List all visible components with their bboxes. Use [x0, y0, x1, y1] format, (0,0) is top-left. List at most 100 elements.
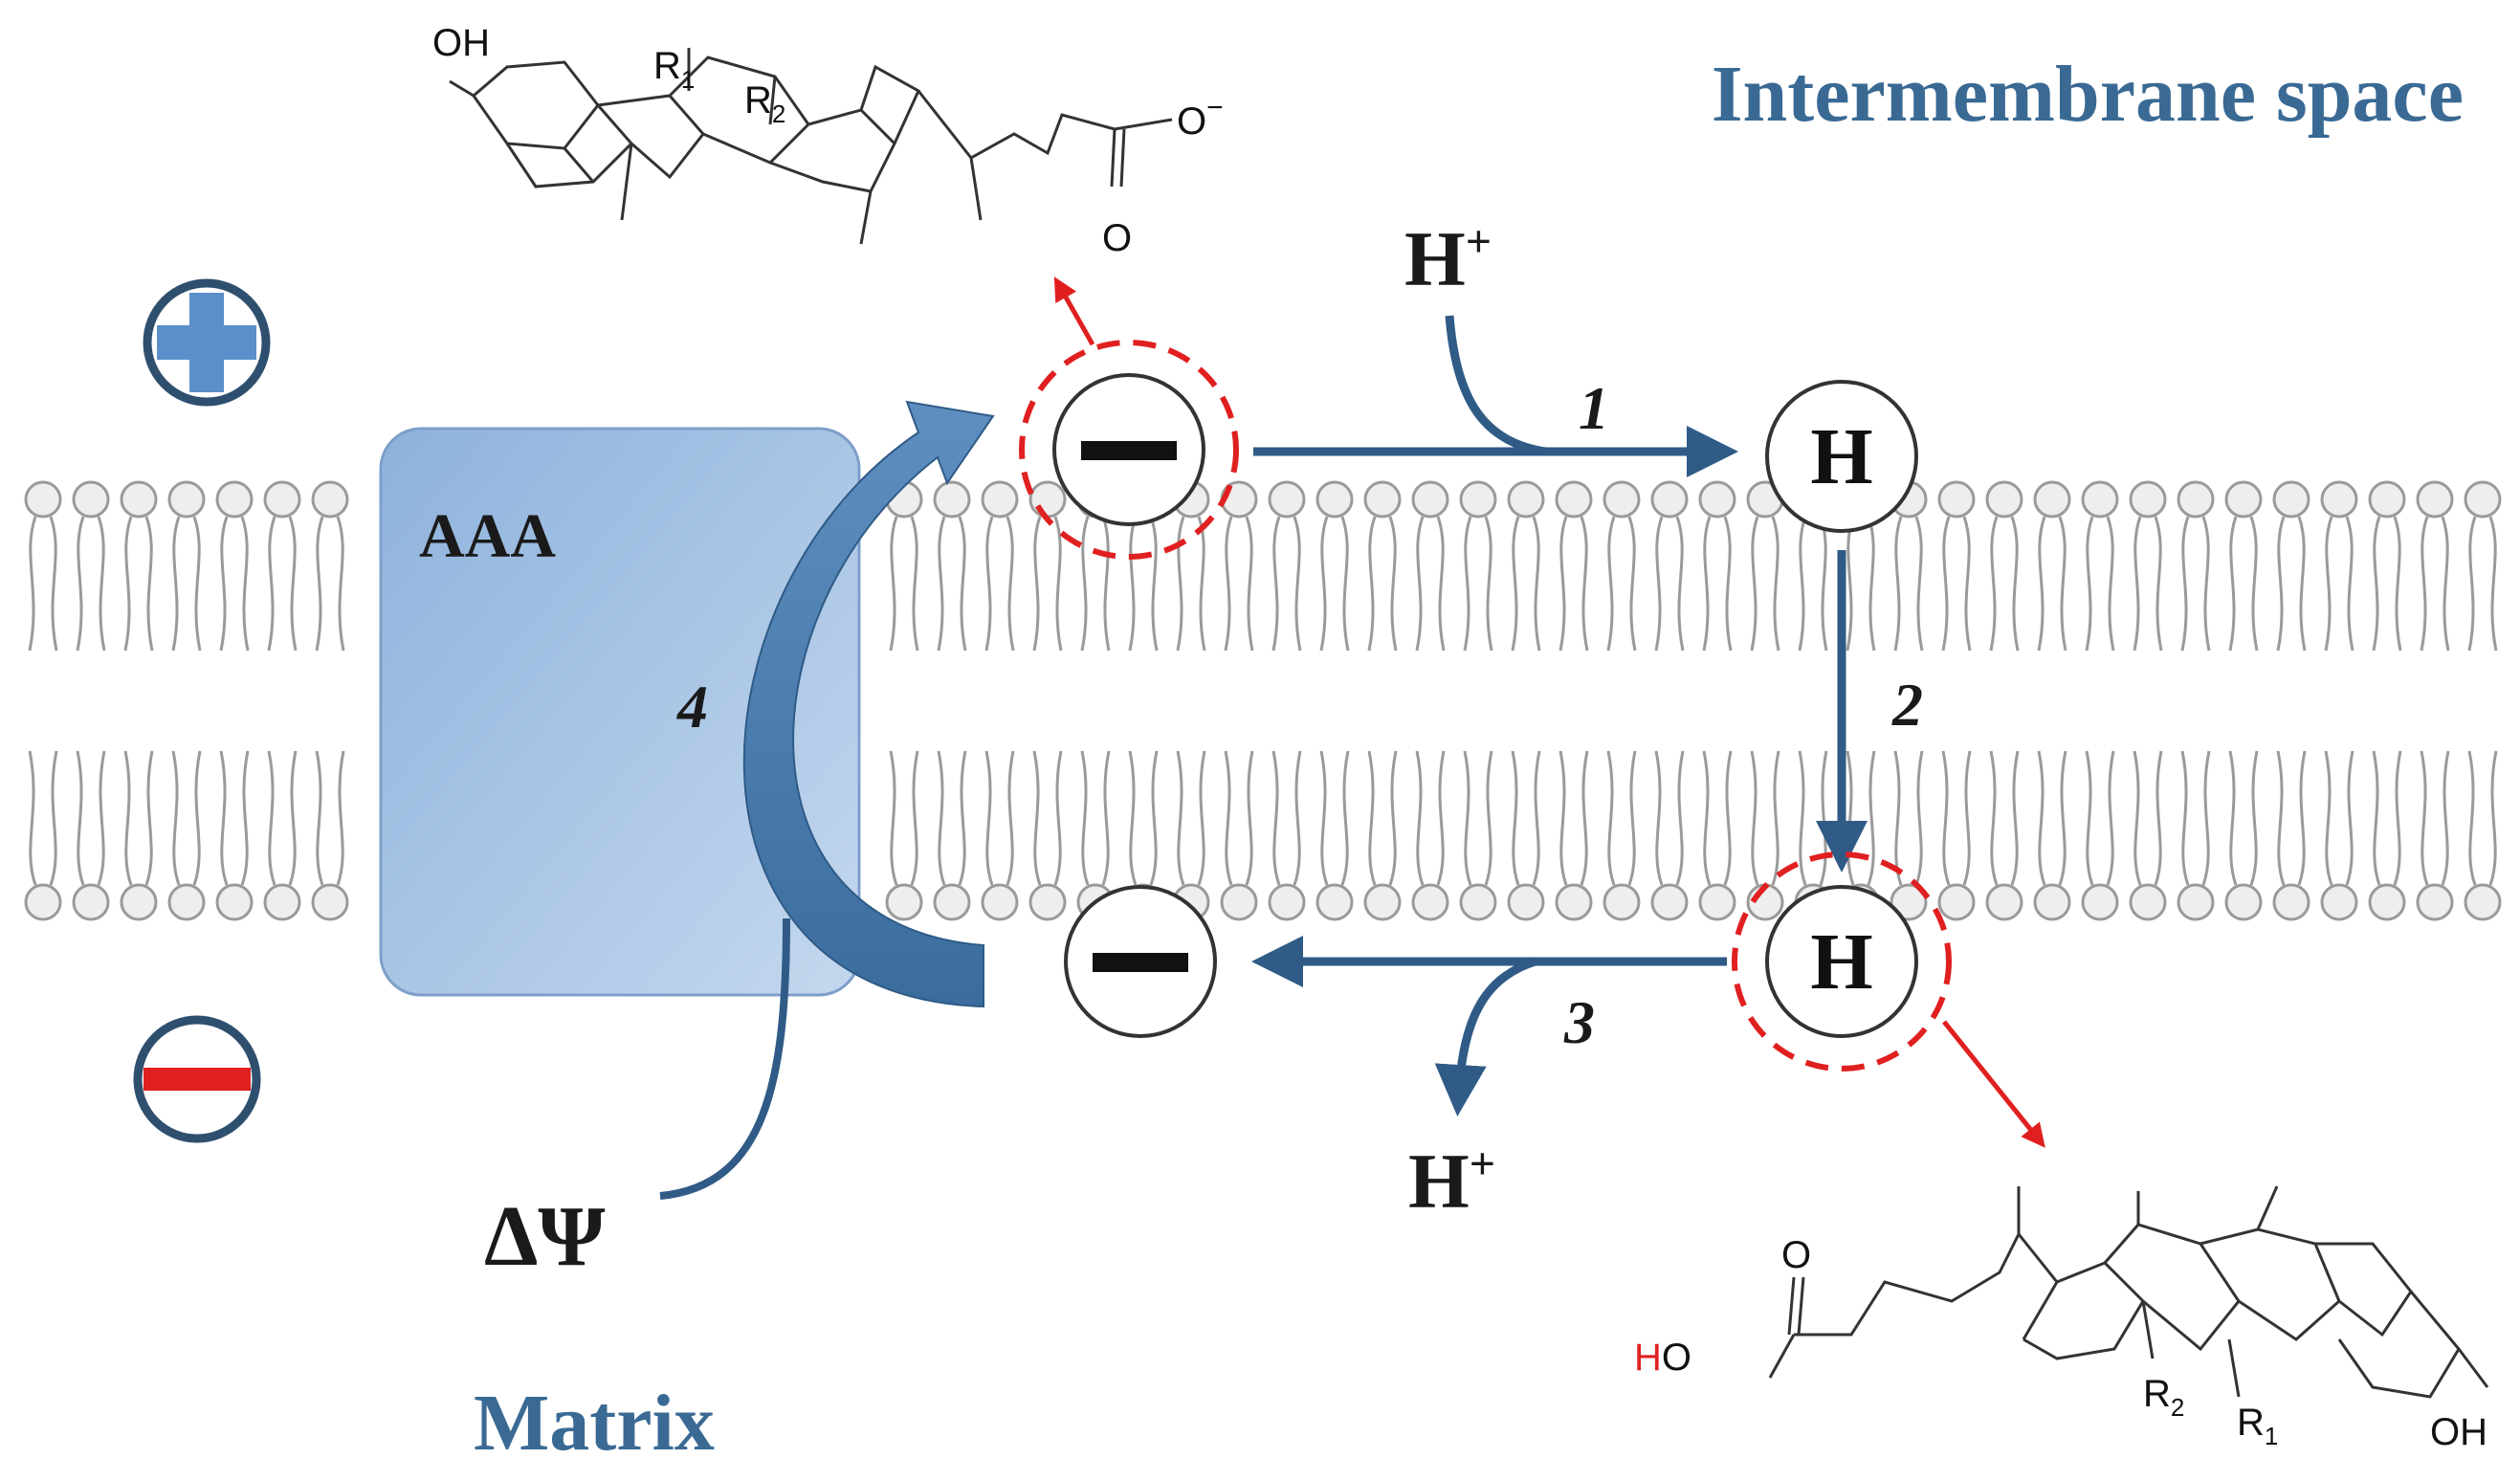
lipid-tail — [2133, 516, 2163, 652]
lipid-tail — [2228, 750, 2259, 886]
lipid-tail — [1606, 750, 1637, 886]
lipid-head — [2129, 883, 2167, 921]
lipid-head — [1028, 883, 1067, 921]
step-1-label: 1 — [1579, 374, 1609, 442]
lipid-tail — [219, 750, 250, 886]
lipid-head — [1698, 480, 1736, 519]
lipid-tail — [2180, 750, 2211, 886]
lipid-head — [2416, 480, 2454, 519]
lipid-tail — [267, 750, 298, 886]
bile-acid-protonated-labels: O HO R2 R1 OH — [1634, 1234, 2487, 1453]
lipid-tail — [889, 516, 919, 652]
bottom-red-pointer — [1942, 1020, 2045, 1148]
lipid-tail — [2324, 750, 2354, 886]
svg-text:R1: R1 — [2237, 1402, 2278, 1450]
lipid-head — [1507, 480, 1545, 519]
lipid-tail — [219, 516, 250, 652]
lipid-tail — [1750, 516, 1780, 652]
lipid-tail — [1176, 750, 1206, 886]
protonated-acid-top: H — [1765, 380, 1918, 533]
lipid-head — [2033, 883, 2071, 921]
lipid-head — [2177, 883, 2215, 921]
lipid-tail — [1989, 516, 2020, 652]
plus-potential-icon — [143, 278, 271, 407]
step-3-label: 3 — [1563, 988, 1595, 1056]
lipid-tail — [1463, 516, 1493, 652]
lipid-tail — [2085, 750, 2115, 886]
lipid-tail — [889, 750, 919, 886]
protonated-acid-bottom: H — [1732, 851, 1952, 1072]
lipid-head — [2464, 480, 2502, 519]
intermembrane-space-title: Intermembrane space — [1712, 50, 2464, 139]
lipid-tail — [123, 750, 154, 886]
lipid-tail — [2420, 516, 2450, 652]
lipid-head — [1650, 480, 1689, 519]
lipid-head — [1315, 883, 1354, 921]
lipid-head — [2129, 480, 2167, 519]
top-red-pointer — [1053, 276, 1095, 346]
lipid-tail — [1224, 750, 1254, 886]
lipid-tail — [1319, 516, 1350, 652]
lipid-tail — [1558, 516, 1589, 652]
lipid-tail — [2085, 516, 2115, 652]
lipid-tail — [1224, 516, 1254, 652]
lipid-tail — [1893, 516, 1924, 652]
lipid-tail — [1128, 750, 1159, 886]
lipid-tail — [2180, 516, 2211, 652]
lipid-tail — [28, 516, 58, 652]
lipid-tail — [2133, 750, 2163, 886]
lipid-tail — [1702, 516, 1733, 652]
svg-text:R1: R1 — [653, 45, 695, 94]
proton-bottom-label: H+ — [1408, 1138, 1495, 1225]
svg-text:R2: R2 — [2143, 1373, 2184, 1422]
step-4-label: 4 — [676, 673, 708, 740]
lipid-tail — [1989, 750, 2020, 886]
lipid-head — [1698, 883, 1736, 921]
lipid-head — [2272, 883, 2310, 921]
lipid-head — [1459, 883, 1497, 921]
svg-text:O: O — [1102, 217, 1132, 259]
lipid-head — [1890, 883, 1928, 921]
lipid-head — [1603, 883, 1641, 921]
lipid-head — [1268, 480, 1306, 519]
lipid-head — [1411, 883, 1449, 921]
lipid-head — [1985, 480, 2023, 519]
lipid-head — [1268, 883, 1306, 921]
lipid-tail — [1415, 750, 1446, 886]
bile-acid-protonated-structure — [1768, 1185, 2489, 1399]
step-4-curved-arrow — [742, 400, 995, 1008]
lipid-head — [72, 883, 110, 921]
lipid-head — [2081, 480, 2119, 519]
lipid-tail — [1271, 516, 1302, 652]
lipid-tail — [1846, 750, 1876, 886]
lipid-tail — [76, 750, 106, 886]
lipid-head — [1555, 883, 1593, 921]
anion-bottom — [1064, 885, 1217, 1038]
lipid-head — [215, 883, 254, 921]
lipid-head — [2081, 883, 2119, 921]
lipid-tail — [1319, 750, 1350, 886]
lipid-head — [1028, 480, 1067, 519]
lipid-head — [120, 480, 158, 519]
delta-psi-line — [659, 917, 790, 1200]
lipid-head — [981, 883, 1019, 921]
lipid-tail — [1032, 750, 1063, 886]
lipid-tail — [76, 516, 106, 652]
lipid-head — [2272, 480, 2310, 519]
lipid-tail — [1271, 750, 1302, 886]
lipid-head — [2368, 480, 2406, 519]
lipid-tail — [1176, 516, 1206, 652]
lipid-tail — [1511, 750, 1541, 886]
lipid-head — [167, 883, 206, 921]
bile-acid-anion-structure — [449, 48, 1173, 245]
lipid-tail — [1750, 750, 1780, 886]
lipid-tail — [984, 516, 1015, 652]
proton-entry-arrow — [1445, 315, 1546, 456]
lipid-head — [1650, 883, 1689, 921]
lipid-head — [1363, 480, 1402, 519]
lipid-tail — [2372, 750, 2402, 886]
lipid-tail — [1702, 750, 1733, 886]
lipid-head — [263, 480, 301, 519]
lipid-tail — [1654, 750, 1685, 886]
